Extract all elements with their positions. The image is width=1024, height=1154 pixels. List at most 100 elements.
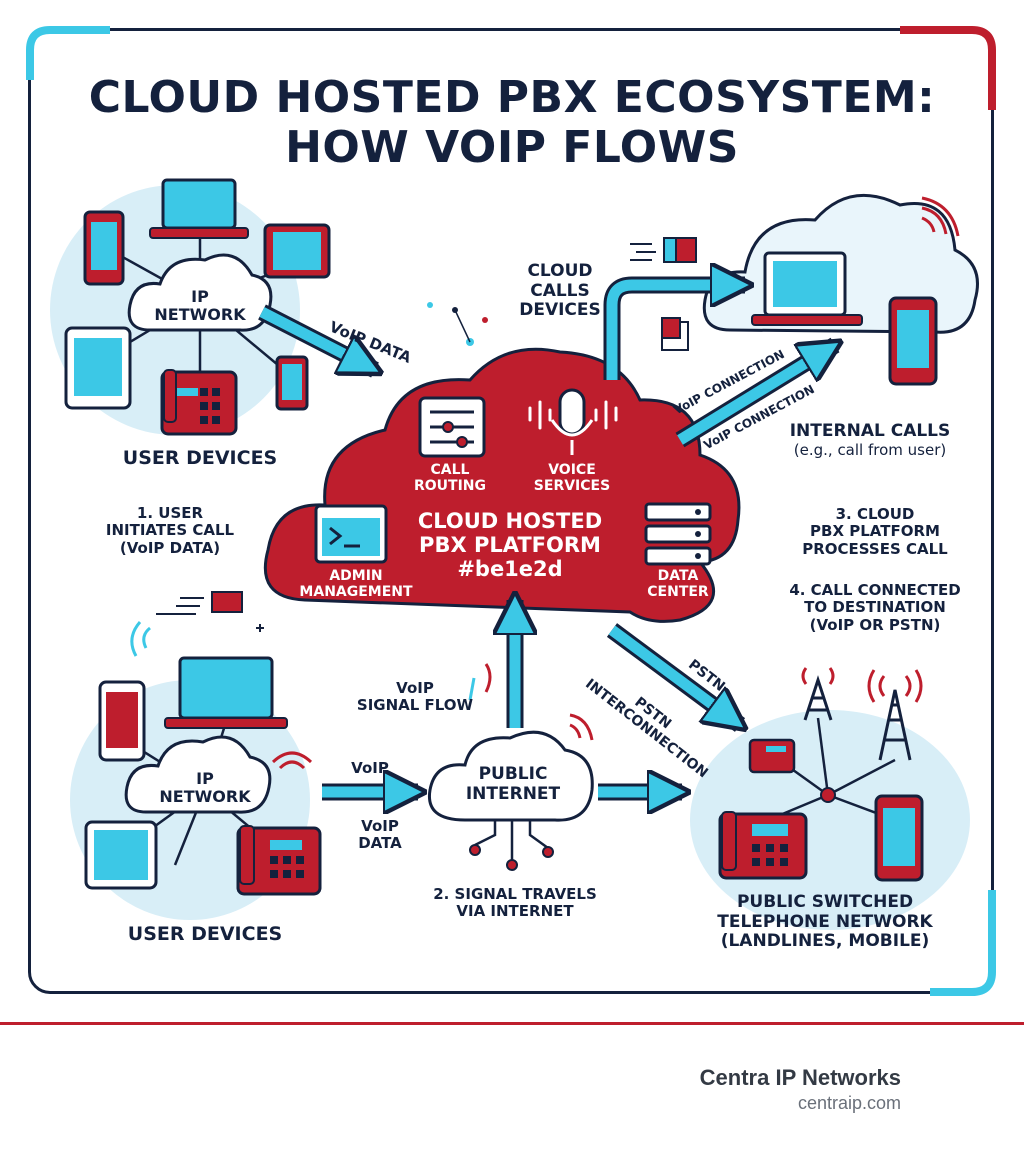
desk-phone-icon xyxy=(748,738,796,774)
voip-signal-flow-label: VoIP SIGNAL FLOW xyxy=(345,679,485,715)
voip-signal-flow-line1: VoIP xyxy=(396,679,434,697)
step-3-label: 3. CLOUD PBX PLATFORM PROCESSES CALL xyxy=(790,505,960,558)
voip-data-arrow-label-bottom: VoIP DATA xyxy=(340,817,420,853)
step-4-line3: (VoIP OR PSTN) xyxy=(809,615,941,634)
packet-icon xyxy=(630,237,697,263)
desk-phone-icon xyxy=(718,811,808,880)
smartphone-icon xyxy=(98,680,146,762)
laptop-icon xyxy=(149,178,249,239)
admin-management-label: ADMIN MANAGEMENT xyxy=(294,568,418,600)
data-center-line2: CENTER xyxy=(647,584,709,601)
pstn-caption-line2: TELEPHONE NETWORK xyxy=(717,911,933,932)
cell-tower-icon xyxy=(803,675,912,761)
step-4-line1: 4. CALL CONNECTED xyxy=(789,581,961,599)
smartphone-icon xyxy=(888,296,938,386)
ip-network-line2: NETWORK xyxy=(159,787,251,807)
ip-network-cloud-bottom xyxy=(124,735,272,814)
platform-title-line2: PBX PLATFORM xyxy=(419,533,601,558)
platform-color-code: #be1e2d xyxy=(457,557,563,582)
step-3-line3: PROCESSES CALL xyxy=(802,539,948,558)
call-routing-line1: CALL xyxy=(430,462,470,478)
public-internet-label: PUBLIC INTERNET xyxy=(458,764,568,804)
admin-management-line1: ADMIN xyxy=(329,568,383,584)
call-routing-label: CALL ROUTING xyxy=(398,462,502,494)
voip-signal-flow-line2: SIGNAL FLOW xyxy=(356,696,474,715)
ip-network-label-bottom: IP NETWORK xyxy=(150,769,260,807)
tablet-icon xyxy=(84,820,158,890)
cloud-calls-line3: DEVICES xyxy=(519,300,601,321)
tablet-icon xyxy=(263,223,331,279)
desk-phone-icon xyxy=(160,369,238,436)
microphone-icon xyxy=(528,388,618,455)
step-2-line2: VIA INTERNET xyxy=(456,902,574,921)
document-icon xyxy=(661,317,689,351)
smartphone-icon xyxy=(275,355,309,411)
smartphone-icon xyxy=(83,210,125,286)
ip-network-cloud-top xyxy=(127,253,273,332)
user-devices-caption-bottom: USER DEVICES xyxy=(127,923,283,945)
voip-data-line2: DATA xyxy=(358,834,402,853)
data-center-line1: DATA xyxy=(657,568,699,584)
server-icon xyxy=(644,502,712,566)
cloud-calls-line1: CLOUD xyxy=(527,261,593,281)
step-2-label: 2. SIGNAL TRAVELS VIA INTERNET xyxy=(415,885,615,921)
internal-calls-line1: INTERNAL CALLS xyxy=(789,421,951,441)
frame-accent-cyan-br xyxy=(930,890,996,996)
tablet-icon xyxy=(64,326,132,410)
desk-phone-icon xyxy=(236,825,322,896)
signal-icon xyxy=(801,667,923,703)
signal-icon xyxy=(921,196,960,237)
user-devices-caption-top: USER DEVICES xyxy=(122,447,278,469)
footer-divider xyxy=(0,1022,1024,1025)
cloud-calls-devices-label: CLOUD CALLS DEVICES xyxy=(505,261,615,321)
laptop-icon xyxy=(164,656,288,729)
internal-calls-label: INTERNAL CALLS (e.g., call from user) xyxy=(770,421,970,459)
step-2-line1: 2. SIGNAL TRAVELS xyxy=(433,885,597,903)
voice-services-label: VOICE SERVICES xyxy=(520,462,624,494)
laptop-icon xyxy=(751,251,863,326)
node-icon xyxy=(542,846,554,858)
terminal-icon xyxy=(314,504,388,564)
frame-accent-red-tr xyxy=(900,26,996,110)
ip-network-line1: IP xyxy=(191,287,209,306)
platform-title: CLOUD HOSTED PBX PLATFORM #be1e2d xyxy=(410,509,610,581)
step-1-line2: INITIATES CALL xyxy=(105,521,235,540)
step-4-label: 4. CALL CONNECTED TO DESTINATION (VoIP O… xyxy=(775,581,975,634)
step-1-label: 1. USER INITIATES CALL (VoIP DATA) xyxy=(90,504,250,557)
flow-arrows xyxy=(258,285,835,792)
step-4-line2: TO DESTINATION xyxy=(804,598,946,617)
step-3-line2: PBX PLATFORM xyxy=(810,522,940,541)
footer-brand: Centra IP Networks centraip.com xyxy=(700,1064,901,1114)
voip-data-line1: VoIP xyxy=(361,817,399,835)
diagram-title-line2: HOW VOIP FLOWS xyxy=(285,122,739,173)
data-center-label: DATA CENTER xyxy=(628,568,728,600)
diagram-title-line1: CLOUD HOSTED PBX ECOSYSTEM: xyxy=(88,72,936,123)
smartphone-icon xyxy=(874,794,924,882)
platform-title-line1: CLOUD HOSTED xyxy=(417,509,603,533)
packet-icon xyxy=(156,591,243,615)
brand-url[interactable]: centraip.com xyxy=(797,1093,901,1113)
brand-name: Centra IP Networks xyxy=(699,1065,901,1090)
call-routing-icon xyxy=(418,396,486,458)
admin-management-line2: MANAGEMENT xyxy=(299,584,413,601)
pstn-caption-line1: PUBLIC SWITCHED xyxy=(736,892,914,912)
step-1-line3: (VoIP DATA) xyxy=(119,538,221,557)
public-internet-cloud xyxy=(427,730,594,822)
step-3-line1: 3. CLOUD xyxy=(835,505,915,523)
cloud-calls-line2: CALLS xyxy=(530,280,590,301)
wifi-signal-icon xyxy=(271,751,313,770)
step-1-line1: 1. USER xyxy=(136,504,204,522)
frame-accent-cyan-tl xyxy=(26,26,110,80)
public-internet-line2: INTERNET xyxy=(465,783,561,804)
ip-network-label-top: IP NETWORK xyxy=(150,287,250,325)
pstn-caption: PUBLIC SWITCHED TELEPHONE NETWORK (LANDL… xyxy=(700,892,950,952)
ip-network-line1: IP xyxy=(196,769,214,788)
sparkle-icon xyxy=(256,302,488,632)
node-icon xyxy=(820,787,836,803)
diagram-frame xyxy=(28,28,994,994)
node-icon xyxy=(469,844,481,856)
node-icon xyxy=(506,859,518,871)
voice-services-line1: VOICE xyxy=(548,462,596,478)
call-routing-line2: ROUTING xyxy=(413,478,487,495)
